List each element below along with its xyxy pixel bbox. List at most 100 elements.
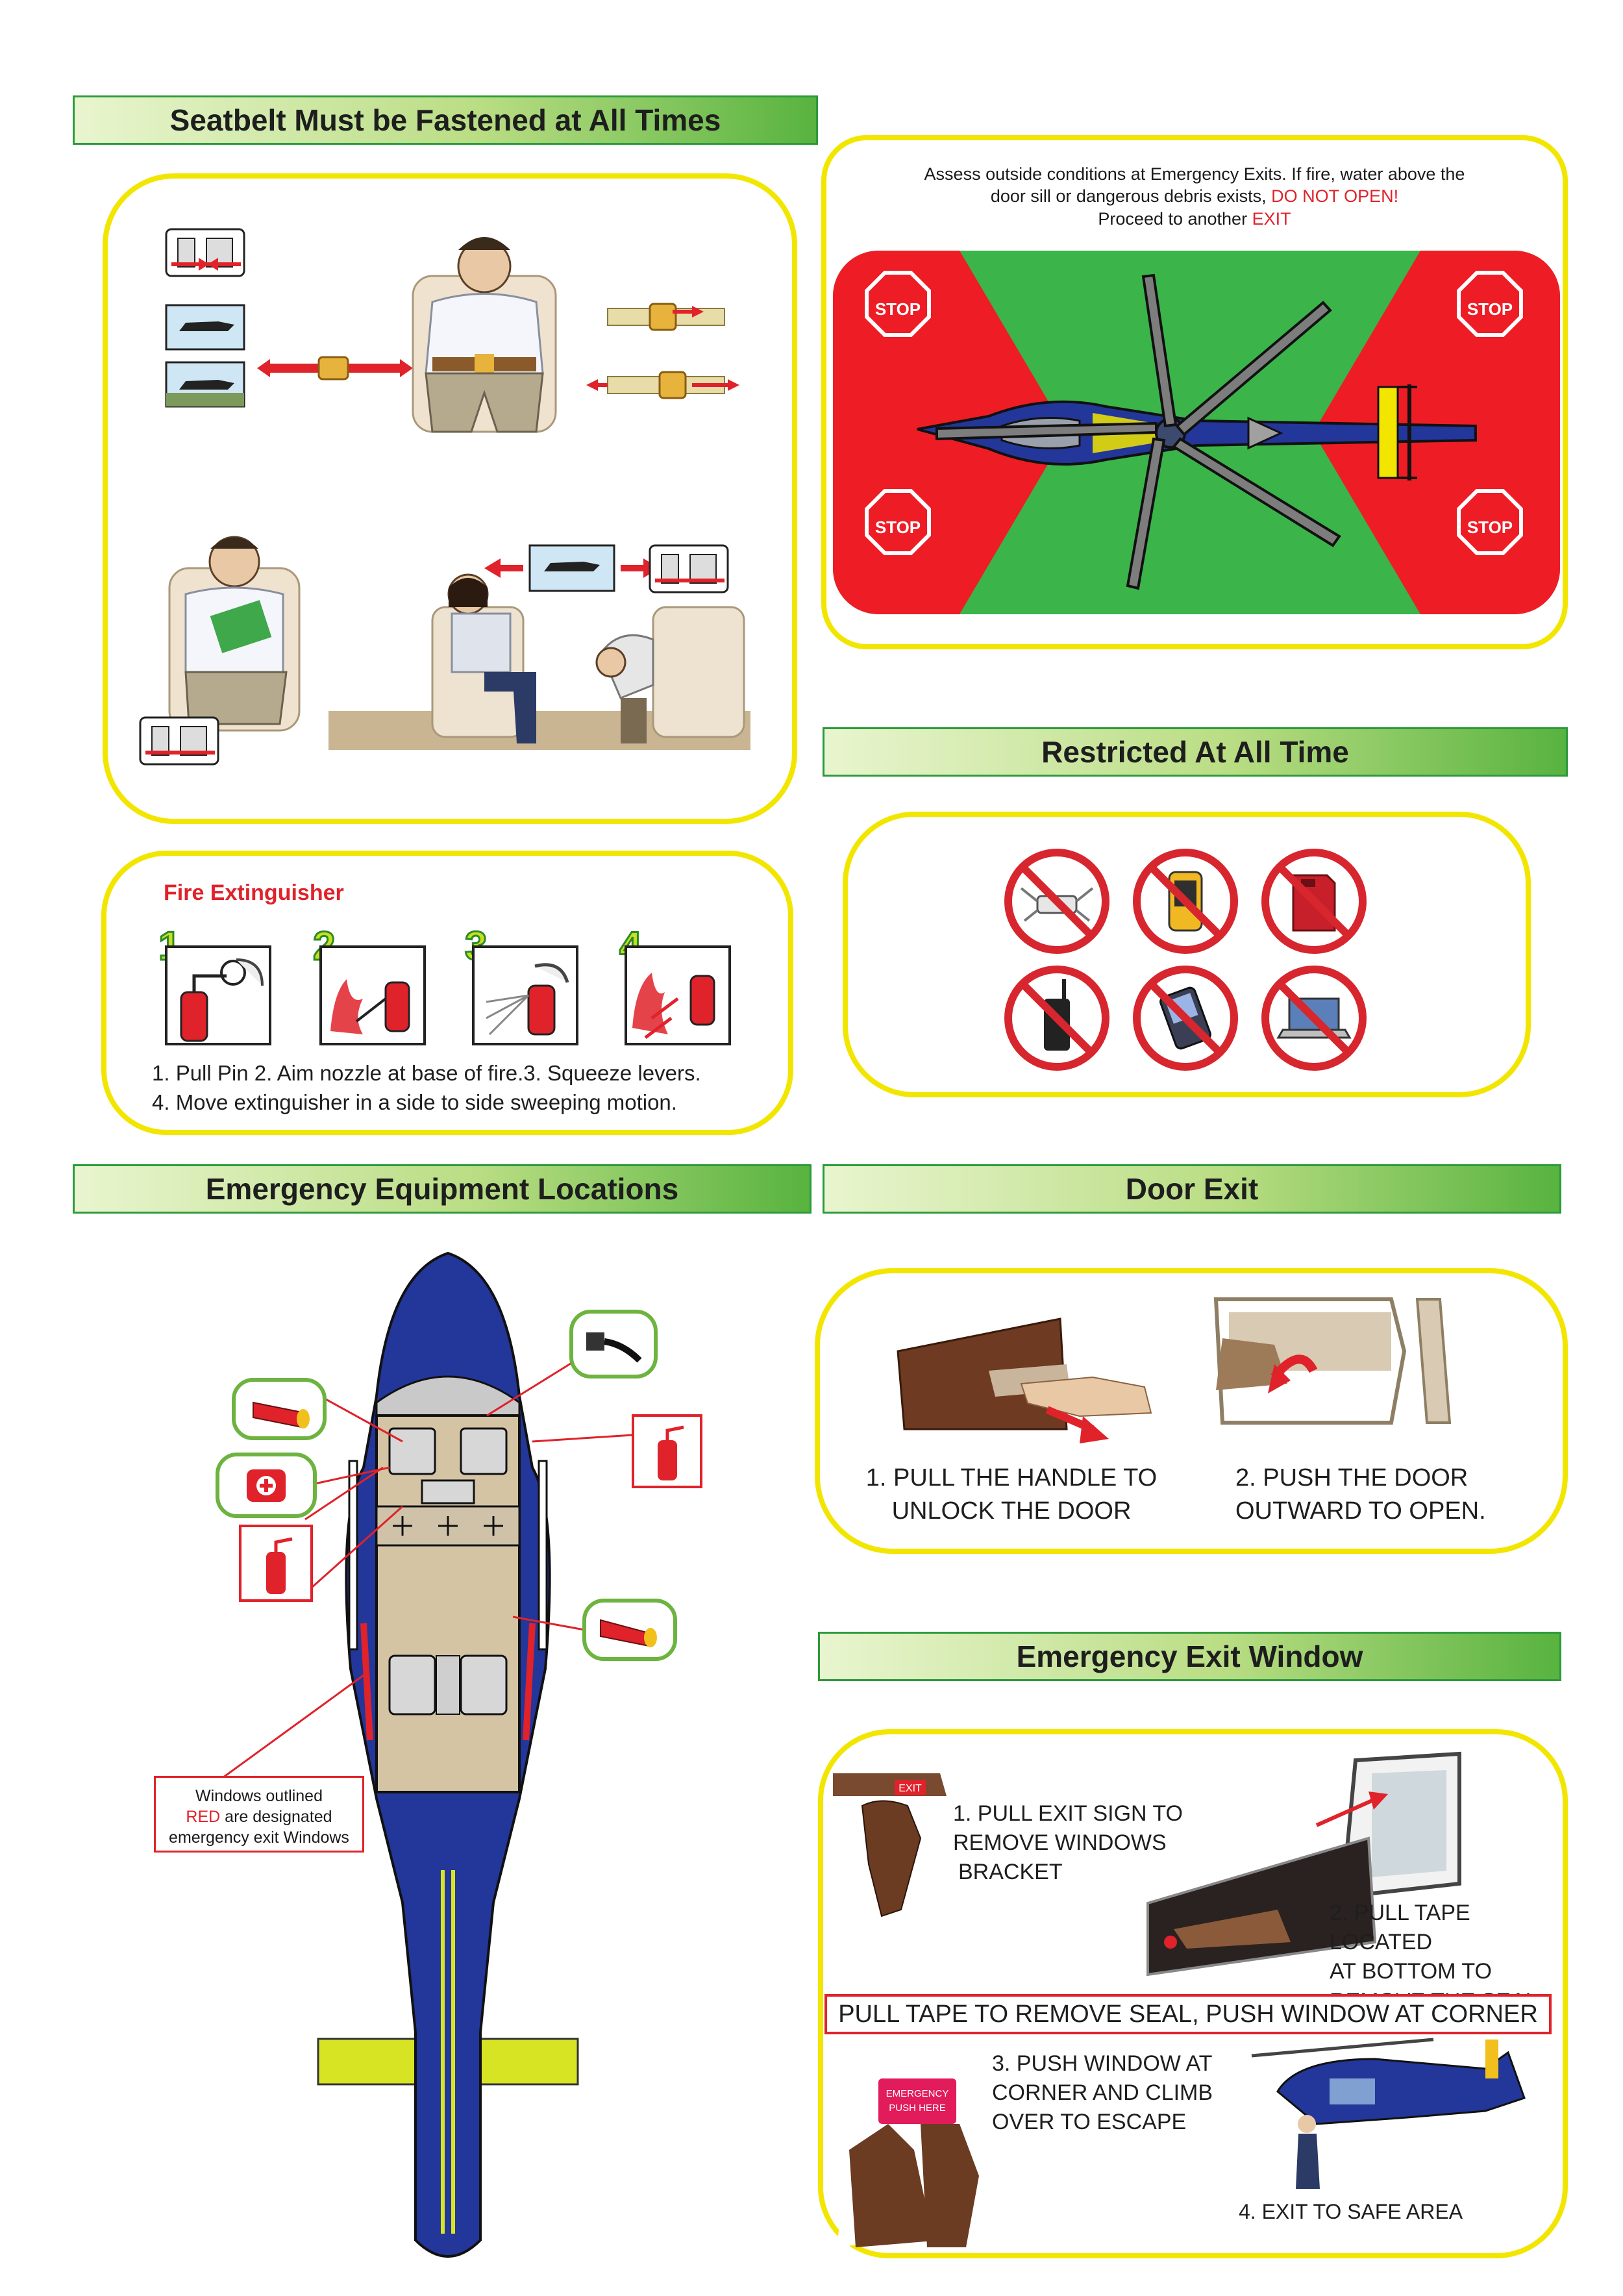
window-step4-caption: 4. EXIT TO SAFE AREA <box>1239 2200 1463 2223</box>
window-step2-line2: AT BOTTOM TO <box>1330 1959 1493 1984</box>
pull-tape-illustration <box>1146 1751 1461 1977</box>
restricted-header: Restricted At All Time <box>823 727 1568 777</box>
passenger-fastening-belt-figure <box>412 237 557 433</box>
window-step3-line1: 3. PUSH WINDOW AT <box>992 2051 1213 2076</box>
passenger-reading-figure <box>168 536 301 732</box>
note-line2: RED are designated <box>156 1806 362 1827</box>
exit-window-right <box>523 1623 536 1741</box>
equipment-header: Emergency Equipment Locations <box>73 1164 812 1214</box>
window-step2-line1: 2. PULL TAPE LOCATED <box>1330 1901 1470 1955</box>
exit-warning-line1: Assess outside conditions at Emergency E… <box>924 164 1465 184</box>
window-step1-caption: 1. PULL EXIT SIGN TO REMOVE WINDOWS BRAC… <box>953 1799 1183 1888</box>
stop-sign-top-left: STOP <box>865 271 931 337</box>
exit-conditions-panel: Assess outside conditions at Emergency E… <box>821 135 1568 649</box>
exit-window-steps-illustrations: EXIT EMERGENCY PUSH HERE <box>833 1751 1526 2247</box>
fire-extinguisher-icon-left <box>239 1525 313 1602</box>
push-window-hands-illustration: EMERGENCY PUSH HERE <box>836 2072 998 2247</box>
exit-window-panel: EXIT EMERGENCY PUSH HERE <box>818 1729 1568 2258</box>
door-handle-pull-illustration <box>897 1317 1152 1443</box>
door-exit-illustrations <box>897 1297 1452 1443</box>
exit-to-safe-area-illustration <box>1251 2038 1526 2189</box>
stop-sign-bottom-left: STOP <box>865 489 931 555</box>
window-step3-line2: CORNER AND CLIMB <box>992 2080 1213 2106</box>
stop-label-tr: STOP <box>1467 299 1513 319</box>
exit-zones-diagram: STOP STOP STOP STOP <box>833 251 1560 614</box>
window-step1-line1: 1. PULL EXIT SIGN TO <box>953 1801 1183 1826</box>
flashlight-icon-right <box>582 1599 677 1661</box>
fuel-can-icon <box>1261 849 1367 954</box>
note-line1: Windows outlined <box>195 1787 323 1805</box>
exit-window-header: Emergency Exit Window <box>818 1632 1561 1681</box>
seatbelt-title: Seatbelt Must be Fastened at All Times <box>169 103 721 137</box>
window-step3-caption: 3. PUSH WINDOW AT CORNER AND CLIMB OVER … <box>992 2049 1213 2138</box>
exit-warning-line3-a: Proceed to another <box>1098 208 1252 229</box>
door-step2-line1: 2. PUSH THE DOOR <box>1235 1464 1468 1491</box>
stop-label-tl: STOP <box>875 299 921 319</box>
seatbelt-sign-icon <box>165 228 245 277</box>
restricted-panel <box>843 812 1531 1097</box>
extinguisher-step1-icon <box>165 945 271 1045</box>
exit-warning-line3: Proceed to another EXIT <box>826 208 1563 230</box>
seatbelt-panel <box>103 173 797 824</box>
exit-word-text: EXIT <box>1252 208 1291 229</box>
cabin-floor <box>375 1414 521 1793</box>
exit-sign-label: EXIT <box>898 1783 922 1794</box>
stop-sign-bottom-right: STOP <box>1457 489 1523 555</box>
helicopter-cabin-layout <box>216 1251 702 2258</box>
drone-icon <box>1004 849 1109 954</box>
exit-sign-pull-illustration: EXIT <box>833 1773 947 1917</box>
fire-extinguisher-instructions: 1. Pull Pin 2. Aim nozzle at base of fir… <box>152 1059 701 1117</box>
door-step1-line2: UNLOCK THE DOOR <box>891 1497 1132 1525</box>
exit-window-title: Emergency Exit Window <box>1016 1640 1363 1673</box>
exit-warning-line2: door sill or dangerous debris exists, DO… <box>826 185 1563 207</box>
note-red-word: RED <box>186 1808 221 1826</box>
helicopter-card-icon <box>165 304 245 408</box>
door-exit-panel: 1. PULL THE HANDLE TO UNLOCK THE DOOR 2.… <box>815 1268 1568 1554</box>
exit-conditions-text: Assess outside conditions at Emergency E… <box>826 163 1563 230</box>
exit-windows-note: Windows outlined RED are designated emer… <box>154 1776 364 1853</box>
door-exit-title: Door Exit <box>1125 1172 1259 1206</box>
pull-tape-banner: PULL TAPE TO REMOVE SEAL, PUSH WINDOW AT… <box>824 1994 1552 2034</box>
stop-label-bl: STOP <box>875 518 921 537</box>
seatbelt-sign-icon-2 <box>139 716 219 766</box>
window-step3-line3: OVER TO ESCAPE <box>992 2110 1187 2135</box>
seatbelt-header: Seatbelt Must be Fastened at All Times <box>73 95 818 145</box>
extinguisher-step3-icon <box>472 945 578 1045</box>
fire-extinguisher-icon-right <box>632 1414 702 1488</box>
exit-warning-line2-a: door sill or dangerous debris exists, <box>990 186 1272 206</box>
restricted-items-grid <box>1004 849 1367 1071</box>
buckle-arrows-icon <box>257 356 413 381</box>
helicopter-sign-arrows-icon <box>484 544 729 593</box>
seatbelt-illustrations <box>139 228 750 766</box>
window-step1-line2: REMOVE WINDOWS <box>953 1830 1167 1856</box>
equipment-title: Emergency Equipment Locations <box>205 1172 679 1206</box>
radio-icon <box>1004 966 1109 1071</box>
crash-axe-hammer-icon <box>569 1310 658 1379</box>
sticker-line2: PUSH HERE <box>889 2103 946 2114</box>
door-step1-caption: 1. PULL THE HANDLE TO UNLOCK THE DOOR <box>862 1462 1161 1529</box>
extinguisher-step2-icon <box>319 945 426 1045</box>
sticker-line1: EMERGENCY <box>886 2088 949 2099</box>
door-step2-line2: OUTWARD TO OPEN. <box>1235 1497 1486 1525</box>
extinguisher-steps-illustration: 1 2 3 4 <box>158 923 731 1045</box>
note-line2-rest: are designated <box>220 1808 332 1826</box>
fire-extinguisher-title: Fire Extinguisher <box>164 880 344 905</box>
fire-extinguisher-panel: Fire Extinguisher 1 2 3 4 <box>101 851 793 1135</box>
restricted-title: Restricted At All Time <box>1041 735 1349 769</box>
stop-label-br: STOP <box>1467 518 1513 537</box>
stop-sign-top-right: STOP <box>1457 271 1523 337</box>
do-not-open-text: DO NOT OPEN! <box>1271 186 1399 206</box>
note-line3: emergency exit Windows <box>169 1828 349 1847</box>
door-push-outward-illustration <box>1213 1297 1452 1425</box>
flashlight-icon-top-left <box>232 1378 327 1440</box>
door-step1-line1: 1. PULL THE HANDLE TO <box>865 1464 1158 1491</box>
first-aid-kit-icon <box>216 1453 317 1518</box>
fire-instructions-line2: 4. Move extinguisher in a side to side s… <box>152 1090 677 1114</box>
smartphone-icon <box>1133 966 1238 1071</box>
pull-tape-banner-text: PULL TAPE TO REMOVE SEAL, PUSH WINDOW AT… <box>838 2000 1538 2028</box>
window-step1-line3: BRACKET <box>958 1860 1063 1885</box>
door-step2-caption: 2. PUSH THE DOOR OUTWARD TO OPEN. <box>1235 1462 1508 1529</box>
door-exit-header: Door Exit <box>823 1164 1561 1214</box>
helicopter-top-view <box>917 273 1477 590</box>
exit-window-left <box>360 1623 373 1741</box>
